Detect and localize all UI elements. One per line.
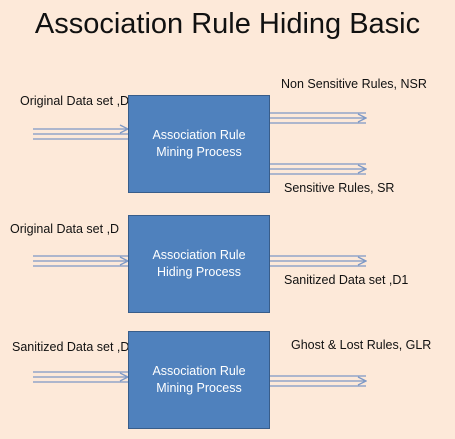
stage2-output-label: Sanitized Data set ,D1 <box>284 273 409 287</box>
stage2-process-label: Association Rule Hiding Process <box>152 248 246 279</box>
stage3-output-label: Ghost & Lost Rules, GLR <box>291 338 432 352</box>
stage1-process-box: Association Rule Mining Process <box>128 95 270 193</box>
stage3-process-label: Association Rule Mining Process <box>152 364 246 395</box>
stage3-input-label: Sanitized Data set ,D1 <box>12 340 137 354</box>
stage1-output-bottom-label: Sensitive Rules, SR <box>284 181 395 195</box>
stage1-process-label: Association Rule Mining Process <box>152 128 246 159</box>
stage1-output-bottom-arrow <box>270 163 366 175</box>
stage1-input-arrow <box>33 129 128 140</box>
stage1-output-top-label: Non Sensitive Rules, NSR <box>281 77 427 91</box>
stage2-output-arrow <box>270 255 366 267</box>
stage1-output-top-arrow <box>270 112 366 124</box>
stage1-input-label: Original Data set ,D <box>20 94 130 108</box>
stage3-output-arrow <box>270 375 366 387</box>
slide-title: Association Rule Hiding Basic <box>34 8 421 40</box>
stage2-process-box: Association Rule Hiding Process <box>128 215 270 313</box>
stage2-input-arrow <box>33 255 128 267</box>
stage3-process-box: Association Rule Mining Process <box>128 331 270 429</box>
stage3-input-arrow <box>33 371 128 383</box>
stage2-input-label: Original Data set ,D <box>10 222 120 236</box>
